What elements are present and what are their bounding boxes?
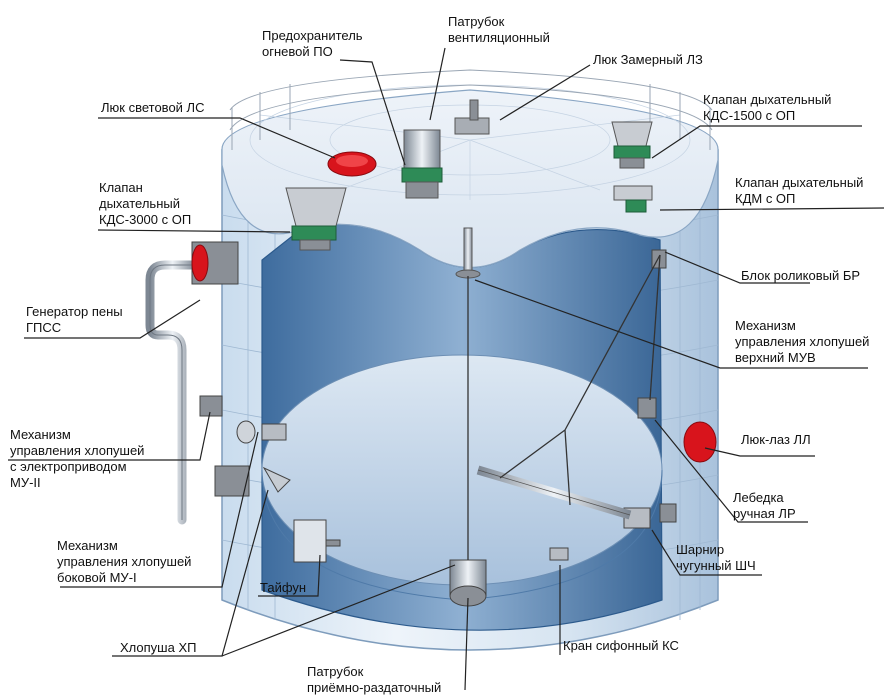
label-kds1500: Клапан дыхательный КДС-1500 с ОП	[703, 92, 832, 123]
label-fire-arrester: Предохранитель огневой ПО	[262, 28, 363, 59]
label-siphon: Кран сифонный КС	[563, 638, 679, 653]
label-mu1: Механизм управления хлопушей боковой МУ-…	[57, 538, 192, 585]
label-clapper: Хлопуша ХП	[120, 640, 197, 655]
label-foam-generator: Генератор пены ГПСС	[26, 304, 123, 335]
label-vent-nozzle: Патрубок вентиляционный	[448, 14, 550, 45]
suction-pipe	[476, 465, 632, 520]
light-hatch-icon	[327, 151, 377, 177]
control-cables	[467, 254, 661, 560]
label-measuring-hatch: Люк Замерный ЛЗ	[593, 52, 703, 67]
tank-cutaway	[261, 223, 663, 631]
breather-valve-kds1500-icon	[611, 121, 653, 169]
label-roller-block: Блок роликовый БР	[741, 268, 861, 283]
clapper-mu1-icon	[214, 420, 291, 497]
label-io-nozzle: Патрубок приёмно-раздаточный	[307, 664, 442, 695]
label-winch: Лебедка ручная ЛР	[733, 490, 796, 521]
label-muv: Механизм управления хлопушей верхний МУВ	[735, 318, 870, 365]
io-nozzle-icon	[449, 559, 487, 607]
siphon-valve-icon	[549, 547, 569, 561]
typhoon-icon	[293, 519, 341, 563]
label-light-hatch: Люк световой ЛС	[101, 100, 205, 115]
label-kds3000: Клапан дыхательный КДС-3000 с ОП	[99, 180, 192, 227]
measuring-hatch-icon	[454, 99, 490, 135]
foam-generator-icon	[145, 241, 239, 525]
manhole-icon	[683, 421, 717, 463]
breather-valve-kds3000-icon	[285, 187, 347, 251]
label-mu2: Механизм управления хлопушей с электропр…	[10, 427, 145, 490]
label-manhole: Люк-лаз ЛЛ	[741, 432, 811, 447]
vent-nozzle-icon	[455, 227, 481, 279]
leader-lines	[8, 47, 885, 691]
label-kdm: Клапан дыхательный КДМ с ОП	[735, 175, 864, 206]
fire-arrester-icon	[401, 129, 443, 199]
label-typhoon: Тайфун	[260, 580, 307, 595]
roof-railing	[229, 69, 713, 150]
label-swivel: Шарнир чугунный ШЧ	[676, 542, 756, 573]
breather-valve-kdm-icon	[613, 185, 653, 213]
winch-icon	[637, 397, 657, 419]
mu2-mechanism-icon	[199, 395, 223, 417]
